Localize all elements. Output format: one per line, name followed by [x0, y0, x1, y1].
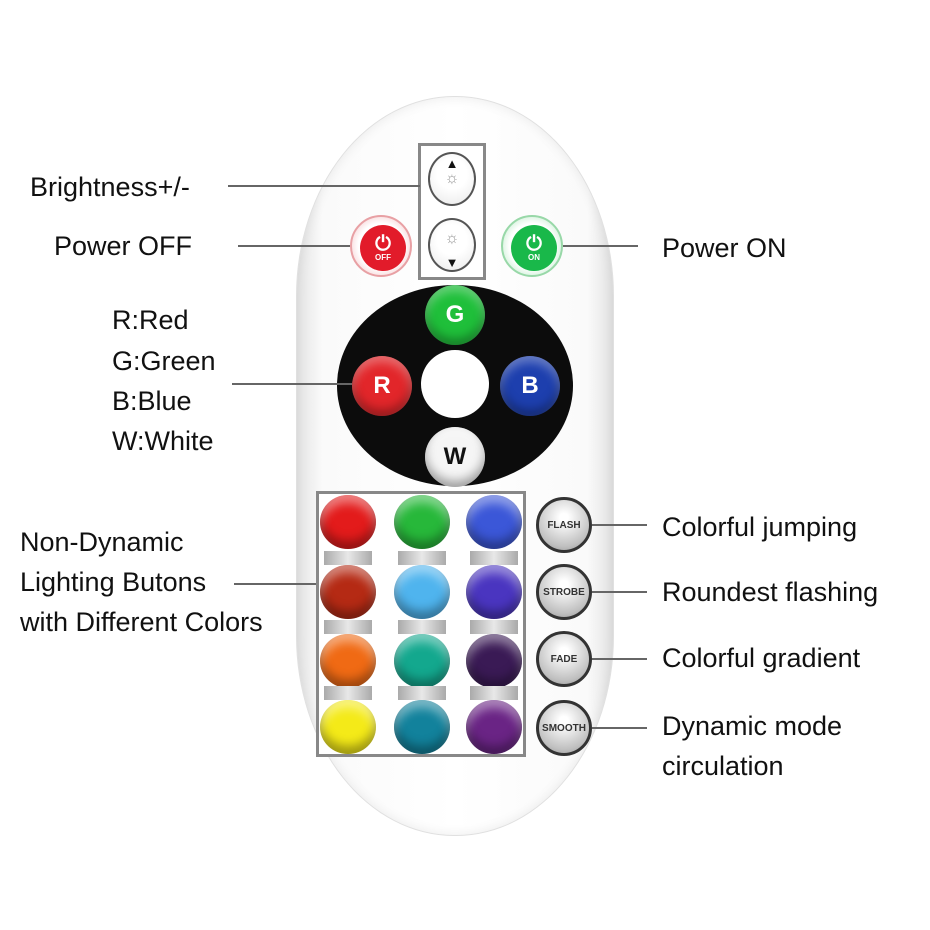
- smooth-description-line2: circulation: [662, 751, 784, 781]
- static-color-button[interactable]: [466, 634, 522, 688]
- button-separator: [398, 686, 446, 700]
- button-separator: [470, 551, 518, 565]
- power-on-text: ON: [528, 252, 540, 262]
- static-leader-line: [234, 583, 316, 585]
- fade-description: Colorful gradient: [662, 643, 861, 673]
- static-color-button[interactable]: [394, 634, 450, 688]
- static-label-line2: Lighting Butons: [20, 567, 207, 597]
- arrow-up-icon: ▲: [445, 156, 459, 171]
- static-color-button[interactable]: [320, 700, 376, 754]
- button-separator: [324, 551, 372, 565]
- brightness-up-button[interactable]: ▲ ☼: [428, 152, 476, 206]
- power-on-label: Power ON: [662, 233, 787, 263]
- color-key-red: R:Red: [112, 305, 189, 335]
- power-off-label: Power OFF: [54, 231, 193, 261]
- power-off-button[interactable]: ⏻ OFF: [350, 215, 412, 277]
- power-on-leader-line: [563, 245, 638, 247]
- fade-leader-line: [592, 658, 647, 660]
- brightness-leader-line: [228, 185, 420, 187]
- static-color-button[interactable]: [466, 495, 522, 549]
- strobe-button[interactable]: STROBE: [536, 564, 592, 620]
- static-color-button[interactable]: [320, 495, 376, 549]
- button-separator: [470, 686, 518, 700]
- sun-icon: ☼: [444, 230, 460, 247]
- power-on-button[interactable]: ⏻ ON: [501, 215, 563, 277]
- static-color-button[interactable]: [320, 634, 376, 688]
- sun-icon: ☼: [444, 170, 460, 187]
- strobe-description: Roundest flashing: [662, 577, 879, 607]
- static-color-button[interactable]: [394, 495, 450, 549]
- static-color-button[interactable]: [320, 565, 376, 619]
- button-separator: [470, 620, 518, 634]
- static-color-button[interactable]: [466, 565, 522, 619]
- red-button[interactable]: R: [352, 356, 412, 416]
- smooth-leader-line: [592, 727, 647, 729]
- static-label-line3: with Different Colors: [20, 607, 263, 637]
- power-off-text: OFF: [375, 252, 391, 262]
- button-separator: [398, 551, 446, 565]
- static-label-line1: Non-Dynamic: [20, 527, 184, 557]
- brightness-group: ▲ ☼ ☼ ▼: [418, 143, 486, 280]
- blue-button[interactable]: B: [500, 356, 560, 416]
- brightness-label: Brightness+/-: [30, 172, 190, 202]
- flash-leader-line: [592, 524, 647, 526]
- color-key-blue: B:Blue: [112, 386, 192, 416]
- disc-center: [421, 350, 489, 418]
- fade-button[interactable]: FADE: [536, 631, 592, 687]
- color-key-white: W:White: [112, 426, 214, 456]
- power-icon: ⏻: [526, 232, 542, 255]
- flash-description: Colorful jumping: [662, 512, 858, 542]
- button-separator: [324, 620, 372, 634]
- button-separator: [324, 686, 372, 700]
- power-off-leader-line: [238, 245, 350, 247]
- white-button[interactable]: W: [425, 427, 485, 487]
- brightness-down-button[interactable]: ☼ ▼: [428, 218, 476, 272]
- rgbw-leader-line: [232, 383, 352, 385]
- arrow-down-icon: ▼: [445, 255, 459, 270]
- green-button[interactable]: G: [425, 285, 485, 345]
- smooth-button[interactable]: SMOOTH: [536, 700, 592, 756]
- static-color-button[interactable]: [394, 565, 450, 619]
- flash-button[interactable]: FLASH: [536, 497, 592, 553]
- button-separator: [398, 620, 446, 634]
- color-key-green: G:Green: [112, 346, 216, 376]
- smooth-description-line1: Dynamic mode: [662, 711, 843, 741]
- static-color-button[interactable]: [394, 700, 450, 754]
- strobe-leader-line: [592, 591, 647, 593]
- static-color-button[interactable]: [466, 700, 522, 754]
- power-icon: ⏻: [375, 232, 391, 255]
